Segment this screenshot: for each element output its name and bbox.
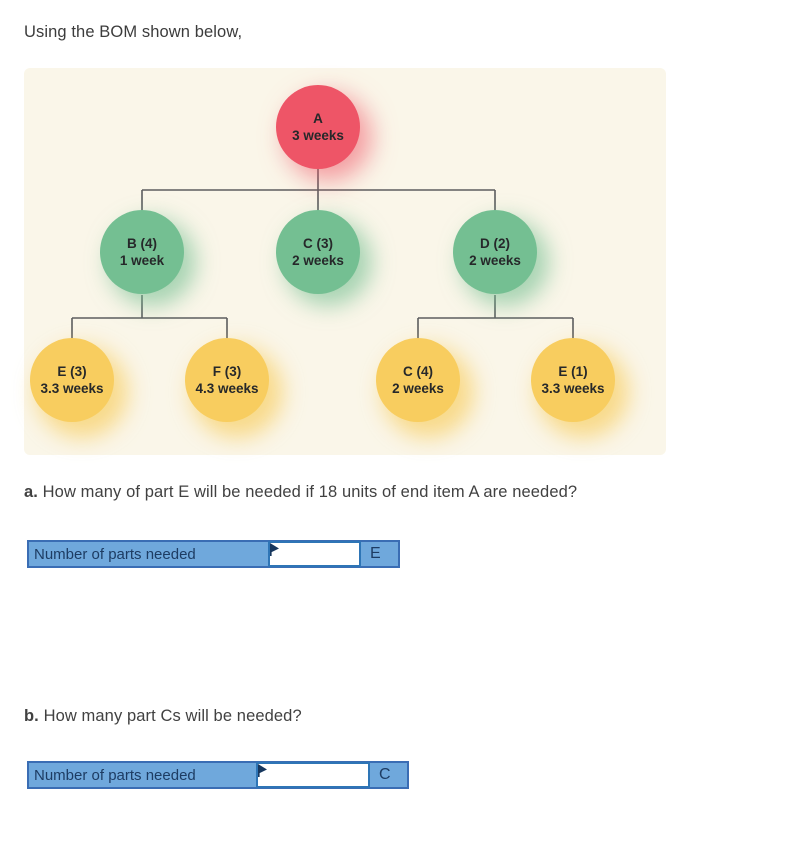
node-label: B (4) (127, 236, 157, 251)
node-duration: 2 weeks (469, 253, 521, 268)
node-label: A (313, 111, 323, 126)
answer-b-unit: C (379, 766, 391, 783)
question-b-prefix: b. (24, 707, 39, 725)
answer-a-cell (268, 541, 361, 567)
node-label: D (2) (480, 236, 510, 251)
bom-node-C: C (3) 2 weeks (276, 210, 360, 294)
bom-node-E-under-D: E (1) 3.3 weeks (531, 338, 615, 422)
question-a: a. How many of part E will be needed if … (24, 483, 577, 502)
answer-row-a: Number of parts needed E (27, 540, 400, 568)
answer-b-input[interactable] (256, 762, 370, 788)
bom-node-B: B (4) 1 week (100, 210, 184, 294)
bom-node-D: D (2) 2 weeks (453, 210, 537, 294)
node-duration: 2 weeks (292, 253, 344, 268)
node-duration: 4.3 weeks (195, 381, 259, 396)
node-label: E (1) (558, 364, 588, 379)
node-duration: 3.3 weeks (40, 381, 104, 396)
node-label: C (3) (303, 236, 333, 251)
intro-text: Using the BOM shown below, (24, 23, 243, 41)
answer-a-input[interactable] (268, 541, 361, 567)
answer-a-unit: E (370, 545, 381, 562)
bom-diagram-panel: A 3 weeks B (4) 1 week C (3) 2 weeks D (… (24, 68, 666, 455)
question-a-prefix: a. (24, 483, 38, 501)
bom-node-A: A 3 weeks (276, 85, 360, 169)
answer-row-b-label: Number of parts needed (34, 766, 196, 784)
answer-row-a-label: Number of parts needed (34, 545, 196, 563)
node-label: F (3) (212, 364, 242, 379)
node-duration: 1 week (119, 253, 165, 268)
tree-connector-lines (71, 169, 574, 339)
node-duration: 3.3 weeks (541, 381, 605, 396)
bom-node-F-under-B: F (3) 4.3 weeks (185, 338, 269, 422)
node-label: E (3) (57, 364, 87, 379)
bom-node-E-under-B: E (3) 3.3 weeks (30, 338, 114, 422)
question-b-text: How many part Cs will be needed? (43, 707, 302, 725)
node-duration: 2 weeks (392, 381, 444, 396)
answer-b-cell (256, 762, 370, 788)
question-b: b. How many part Cs will be needed? (24, 707, 302, 726)
bom-node-C-under-D: C (4) 2 weeks (376, 338, 460, 422)
node-duration: 3 weeks (292, 128, 344, 143)
question-a-text: How many of part E will be needed if 18 … (42, 483, 578, 501)
node-label: C (4) (403, 364, 433, 379)
answer-row-b: Number of parts needed C (27, 761, 409, 789)
